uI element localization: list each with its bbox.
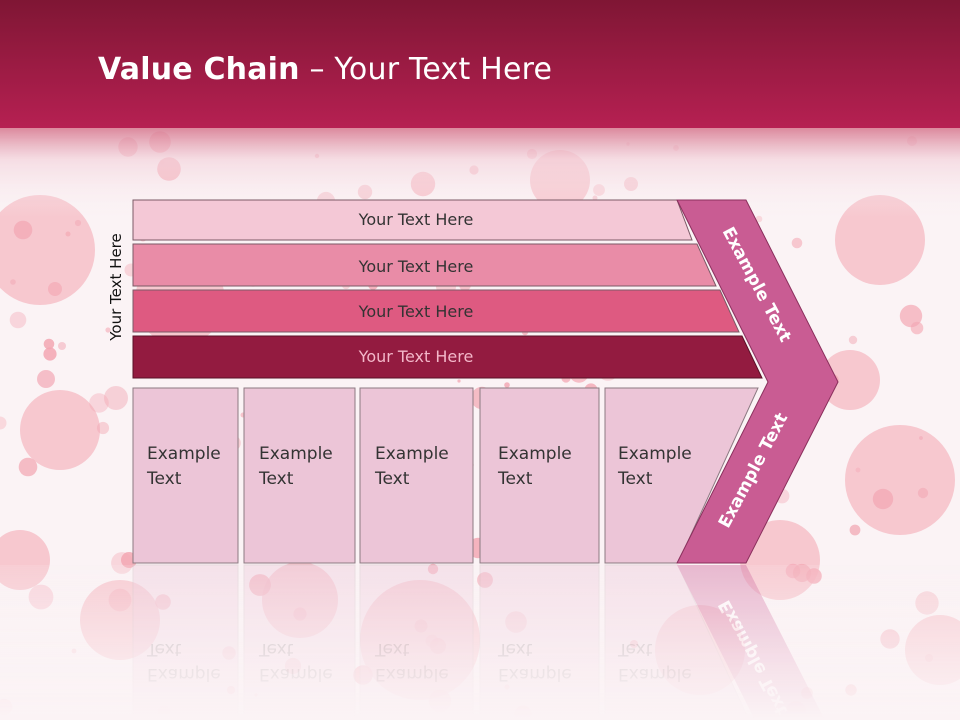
- splatter-dot: [89, 393, 109, 413]
- row-label-1: Your Text Here: [358, 210, 474, 229]
- side-label: Your Text Here: [107, 233, 125, 341]
- splatter-dot: [0, 416, 7, 430]
- title-bold: Value Chain: [98, 52, 300, 87]
- splatter-dot: [18, 457, 38, 477]
- column-box-2[interactable]: [243, 387, 356, 564]
- splatter-dot: [104, 386, 128, 410]
- splatter-dot: [96, 421, 110, 435]
- header-band: [0, 0, 960, 128]
- splatter-dot: [65, 231, 71, 237]
- splatter-dot: [10, 279, 16, 285]
- splatter-dot: [74, 219, 82, 227]
- splatter-dot: [13, 220, 33, 240]
- column-boxes: [132, 387, 759, 564]
- splatter-dot: [791, 237, 803, 249]
- splatter-blot: [820, 350, 880, 410]
- column-box-4[interactable]: [479, 387, 600, 564]
- splatter-dot: [43, 338, 55, 350]
- splatter-blot: [845, 425, 955, 535]
- row-bar-1[interactable]: [132, 199, 693, 241]
- row-bar-4[interactable]: [132, 335, 763, 379]
- splatter-blot: [20, 390, 100, 470]
- slide-title: Value Chain – Your Text Here: [98, 52, 552, 87]
- splatter-dot: [58, 342, 66, 350]
- column-box-3[interactable]: [359, 387, 474, 564]
- splatter-dot: [457, 379, 461, 383]
- splatter-dot: [917, 487, 929, 499]
- splatter-dot: [43, 347, 57, 361]
- chevron-arrow[interactable]: [676, 199, 839, 564]
- splatter-dot: [919, 436, 923, 440]
- splatter-dot: [48, 282, 62, 296]
- splatter-dot: [899, 304, 923, 328]
- splatter-dot: [872, 488, 894, 510]
- splatter-dot: [855, 467, 861, 473]
- splatter-dot: [9, 311, 27, 329]
- reflection-fade: [0, 565, 960, 720]
- row-bars: [132, 199, 763, 379]
- row-label-2: Your Text Here: [358, 257, 474, 276]
- title-rest: – Your Text Here: [299, 52, 553, 87]
- row-label-4: Your Text Here: [358, 347, 474, 366]
- column-box-1[interactable]: [132, 387, 239, 564]
- splatter-dot: [849, 524, 861, 536]
- splatter-dot: [504, 382, 510, 388]
- row-label-3: Your Text Here: [358, 302, 474, 321]
- splatter-dot: [848, 335, 858, 345]
- row-bar-3[interactable]: [132, 289, 740, 333]
- row-labels: Your Text Here Your Text Here Your Text …: [358, 210, 474, 366]
- splatter-dot: [37, 370, 55, 388]
- splatter-dot: [105, 327, 111, 333]
- row-bar-2[interactable]: [132, 243, 717, 287]
